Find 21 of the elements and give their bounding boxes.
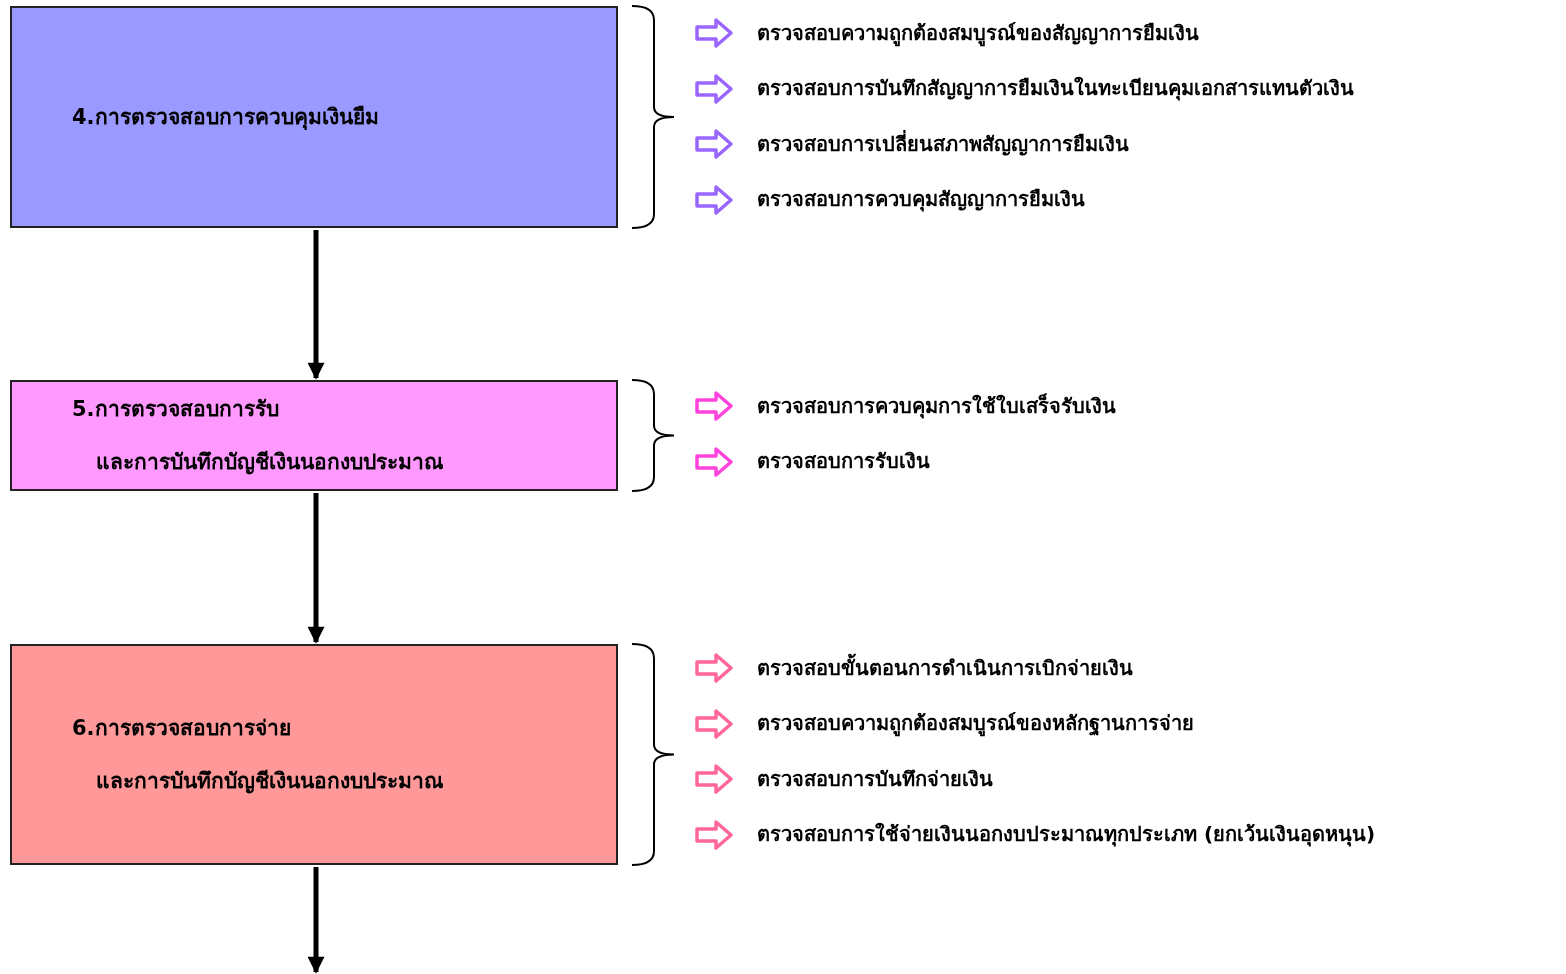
process-box: [10, 6, 618, 228]
check-item: ตรวจสอบความถูกต้องสมบูรณ์ของสัญญาการยืมเงิน: [757, 20, 1199, 46]
check-item: ตรวจสอบการควบคุมการใช้ใบเสร็จรับเงิน: [757, 393, 1116, 419]
box-title: และการบันทึกบัญชีเงินนอกงบประมาณ: [95, 767, 444, 794]
check-item: ตรวจสอบความถูกต้องสมบูรณ์ของหลักฐานการจ่าย: [757, 711, 1194, 736]
box-title: 4.การตรวจสอบการควบคุมเงินยืม: [72, 103, 380, 131]
arrow: [307, 867, 325, 974]
check-item: ตรวจสอบการเปลี่ยนสภาพสัญญาการยืมเงิน: [757, 131, 1129, 157]
arrow: [307, 230, 325, 380]
box-title: และการบันทึกบัญชีเงินนอกงบประมาณ: [95, 448, 444, 475]
check-item: ตรวจสอบการใช้จ่ายเงินนอกงบประมาณทุกประเภท (ยกเว้นเงินอุดหนุน): [757, 822, 1376, 847]
check-item: ตรวจสอบการควบคุมสัญญาการยืมเงิน: [757, 187, 1085, 212]
process-box: [10, 644, 618, 865]
box-title: 6.การตรวจสอบการจ่าย: [72, 715, 292, 742]
check-item: ตรวจสอบการบันทึกสัญญาการยืมเงินในทะเบียนคุมเอกสารแทนตัวเงิน: [757, 76, 1354, 101]
arrow: [307, 493, 325, 644]
box-title: 5.การตรวจสอบการรับ: [72, 396, 280, 423]
check-item: ตรวจสอบการรับเงิน: [757, 449, 930, 474]
process-box: [10, 380, 618, 491]
check-item: ตรวจสอบการบันทึกจ่ายเงิน: [757, 766, 993, 792]
check-item: ตรวจสอบขั้นตอนการดำเนินการเบิกจ่ายเงิน: [757, 655, 1133, 681]
